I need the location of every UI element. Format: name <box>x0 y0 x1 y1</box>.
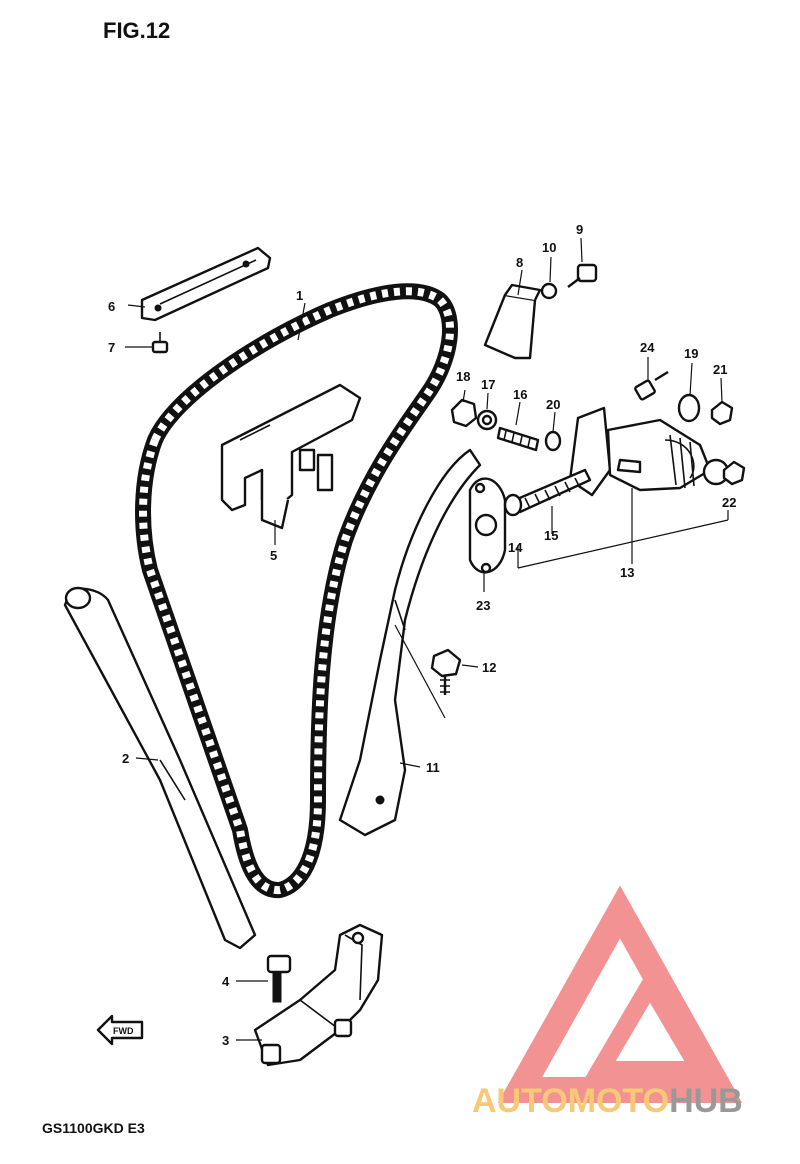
model-code: GS1100GKD E3 <box>42 1120 145 1136</box>
callout-6: 6 <box>108 299 115 314</box>
part-12-bolt <box>430 648 462 695</box>
callout-20: 20 <box>546 397 560 412</box>
callout-21: 21 <box>713 362 727 377</box>
part-11-chain-tensioner <box>338 448 482 837</box>
callout-17: 17 <box>481 377 495 392</box>
callouts: 1 2 3 4 5 6 7 8 9 10 11 12 13 14 15 16 1… <box>108 222 736 1048</box>
callout-18: 18 <box>456 369 470 384</box>
callout-5: 5 <box>270 548 277 563</box>
callout-9: 9 <box>576 222 583 237</box>
front-arrow-icon: FWD <box>96 1014 144 1046</box>
watermark-inner-icon <box>584 967 716 1079</box>
figure-title: FIG.12 <box>103 18 170 43</box>
watermark-triangle-icon <box>497 885 743 1103</box>
callout-13: 13 <box>620 565 634 580</box>
part-18-nut <box>450 398 478 428</box>
part-22-cap-nut <box>722 460 746 486</box>
watermark-logo: AUTOMOTOHUB <box>472 885 743 1120</box>
callout-11: 11 <box>426 760 440 775</box>
part-10-washer <box>540 282 558 300</box>
callout-14: 14 <box>508 540 523 555</box>
part-3-guide-base <box>253 923 384 1067</box>
part-19-oring <box>677 393 701 423</box>
part-15-spring <box>513 468 592 514</box>
leader-lines <box>125 237 729 1041</box>
part-23-gasket <box>468 477 507 574</box>
part-2-chain-guide <box>63 586 257 950</box>
part-14-pushrod <box>503 493 523 517</box>
callout-10: 10 <box>542 240 556 255</box>
callout-7: 7 <box>108 340 115 355</box>
part-21-nut <box>710 400 734 426</box>
callout-16: 16 <box>513 387 527 402</box>
front-arrow-label: FWD <box>113 1026 134 1036</box>
callout-15: 15 <box>544 528 558 543</box>
part-7-bolt <box>151 332 169 354</box>
part-4-bolt <box>266 954 292 1003</box>
part-9-bolt <box>567 263 598 288</box>
part-5-guide-block <box>220 383 362 530</box>
callout-3: 3 <box>222 1033 229 1048</box>
callout-24: 24 <box>640 340 655 355</box>
callout-4: 4 <box>222 974 230 989</box>
part-1-cam-chain <box>135 283 458 898</box>
watermark-text: AUTOMOTOHUB <box>472 1082 743 1120</box>
callout-2: 2 <box>122 751 129 766</box>
part-24-bolt <box>634 370 669 401</box>
callout-22: 22 <box>722 495 736 510</box>
callout-8: 8 <box>516 255 523 270</box>
callout-1: 1 <box>296 288 303 303</box>
callout-19: 19 <box>684 346 698 361</box>
callout-12: 12 <box>482 660 496 675</box>
callout-23: 23 <box>476 598 490 613</box>
part-16-bolt <box>496 426 540 452</box>
part-6-chain-guide <box>140 246 272 322</box>
part-20-oring <box>544 430 562 452</box>
part-8-damper <box>483 283 542 360</box>
part-13-tensioner-assembly <box>568 406 730 497</box>
